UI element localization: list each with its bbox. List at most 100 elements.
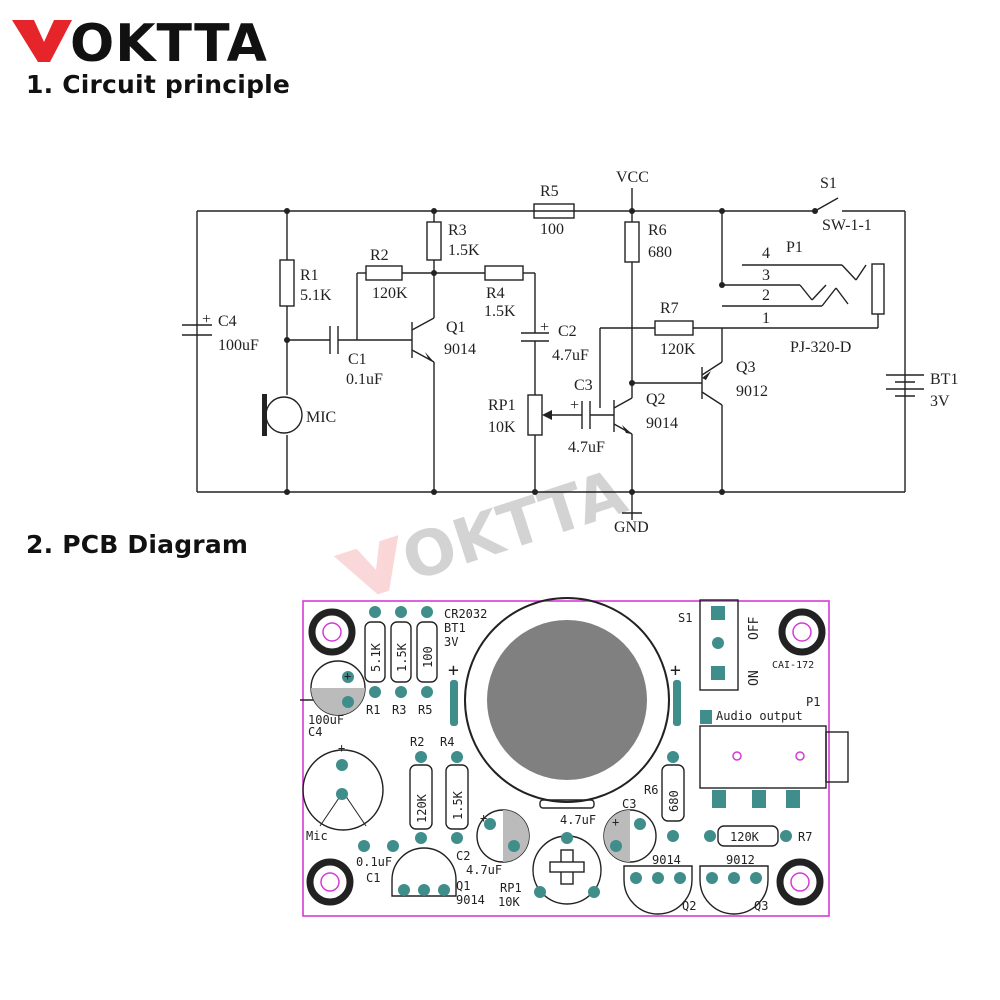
p1-pin1: 1 xyxy=(762,310,770,327)
q2-arrow xyxy=(622,425,632,434)
p1-val: PJ-320-D xyxy=(790,339,851,356)
pcb-rp1-ref: RP1 xyxy=(500,881,522,895)
r5-ref: R5 xyxy=(540,183,559,200)
pcb-s1-ref: S1 xyxy=(678,611,692,625)
q3-val: 9012 xyxy=(736,383,768,400)
mic-label: MIC xyxy=(306,409,336,426)
r6-val: 680 xyxy=(648,244,672,261)
c2-plus: + xyxy=(540,319,549,336)
pcb-bt1-line1: CR2032 xyxy=(444,607,487,621)
pcb-mic-plus: + xyxy=(338,741,345,755)
gnd-label: GND xyxy=(614,519,649,536)
battery-pad-left xyxy=(450,680,458,726)
rp1-knob xyxy=(549,849,585,885)
pcb-bt1-line3: 3V xyxy=(444,635,458,649)
vcc-label: VCC xyxy=(616,169,649,186)
pcb-diagram: 5.1K 1.5K 100 R1 R3 R5 CR2032 BT1 3V + +… xyxy=(300,597,849,917)
pcb-c3-plus: + xyxy=(612,815,619,829)
pcb-r4-ref: R4 xyxy=(440,735,454,749)
mic-plate xyxy=(262,394,267,436)
pcb-q1-val: 9014 xyxy=(456,893,485,907)
p1-pin3: 3 xyxy=(762,267,770,284)
pcb-c1-ref: C1 xyxy=(366,871,380,885)
r7-ref: R7 xyxy=(660,300,679,317)
r4-ref: R4 xyxy=(486,285,505,302)
pcb-c2-ref: C2 xyxy=(456,849,470,863)
r7-val: 120K xyxy=(660,341,696,358)
bt1-ref: BT1 xyxy=(930,371,958,388)
c3-val: 4.7uF xyxy=(568,439,605,456)
q2-ref: Q2 xyxy=(646,391,666,408)
c4-val: 100uF xyxy=(218,337,259,354)
pcb-p1-label: Audio output xyxy=(716,709,803,723)
r4-val: 1.5K xyxy=(484,303,516,320)
mounting-holes xyxy=(306,608,826,906)
pcb-p1-ref: P1 xyxy=(806,695,820,709)
r2-val: 120K xyxy=(372,285,408,302)
pcb-mic-label: Mic xyxy=(306,829,328,843)
c3-hatch xyxy=(604,810,630,862)
c3-ref: C3 xyxy=(574,377,593,394)
pcb-s1-on: ON xyxy=(747,670,762,686)
battery-cell xyxy=(487,620,647,780)
pcb-c4-plus: + xyxy=(344,669,351,683)
pcb-r7-ref: R7 xyxy=(798,830,812,844)
rp1-ref: RP1 xyxy=(488,397,516,414)
pcb-r6-val: 680 xyxy=(667,790,681,812)
c1-val: 0.1uF xyxy=(346,371,383,388)
pcb-c2-plus: + xyxy=(480,811,487,825)
c4-plus: + xyxy=(202,311,211,328)
jack-mark-left xyxy=(732,751,742,761)
q2-val: 9014 xyxy=(646,415,678,432)
pcb-plus-left: + xyxy=(448,660,459,681)
s1-ref: S1 xyxy=(820,175,837,192)
pcb-q3-val: 9012 xyxy=(726,853,755,867)
pcb-r4-val: 1.5K xyxy=(451,790,465,820)
pcb-r3-ref: R3 xyxy=(392,703,406,717)
r3-val: 1.5K xyxy=(448,242,480,259)
pcb-rp1-val: 10K xyxy=(498,895,520,909)
jack-mark-right xyxy=(795,751,805,761)
p1-ref: P1 xyxy=(786,239,803,256)
pcb-c4-ref: C4 xyxy=(308,725,322,739)
c2-val: 4.7uF xyxy=(552,347,589,364)
pcb-s1-off: OFF xyxy=(747,616,762,640)
logo-text: OKTTA xyxy=(70,14,268,66)
q1-arrow xyxy=(425,352,434,362)
circuit-schematic: VCC GND R1 5.1K R2 120K R3 1.5K R4 1.5K … xyxy=(182,169,958,536)
q3-ref: Q3 xyxy=(736,359,756,376)
voktta-logo: OKTTA xyxy=(12,14,268,66)
rp1-arrow xyxy=(542,410,552,420)
r6-ref: R6 xyxy=(648,222,667,239)
mic-lead-2 xyxy=(342,791,367,827)
pcb-pads xyxy=(336,606,800,898)
pcb-q1-ref: Q1 xyxy=(456,879,470,893)
rp1-val: 10K xyxy=(488,419,516,436)
pcb-r2-ref: R2 xyxy=(410,735,424,749)
pcb-q2-val: 9014 xyxy=(652,853,681,867)
r1-ref: R1 xyxy=(300,267,319,284)
battery-pad-right xyxy=(673,680,681,726)
p1-pin4: 4 xyxy=(762,245,770,262)
battery-holder-ring xyxy=(464,597,670,803)
pcb-bt1-line2: BT1 xyxy=(444,621,466,635)
c2-ref: C2 xyxy=(558,323,577,340)
pcb-c4-val: 100uF xyxy=(308,713,344,727)
c3-plus: + xyxy=(570,397,579,414)
junction-dots xyxy=(284,208,818,495)
q1-ref: Q1 xyxy=(446,319,466,336)
pcb-r6-ref: R6 xyxy=(644,783,658,797)
section-pcb-diagram: 2. PCB Diagram xyxy=(26,530,249,559)
pcb-r7-val: 120K xyxy=(730,830,760,844)
pcb-r2-val: 120K xyxy=(415,793,429,823)
pcb-r5-ref: R5 xyxy=(418,703,432,717)
pcb-r5-val: 100 xyxy=(421,646,435,668)
pcb-r3-val: 1.5K xyxy=(395,642,409,672)
pcb-plus-right: + xyxy=(670,660,681,681)
pcb-r1-val: 5.1K xyxy=(369,642,383,672)
pcb-q3-ref: Q3 xyxy=(754,899,768,913)
pcb-r1-ref: R1 xyxy=(366,703,380,717)
section-circuit-principle: 1. Circuit principle xyxy=(26,70,291,99)
s1-val: SW-1-1 xyxy=(822,217,872,234)
r3-ref: R3 xyxy=(448,222,467,239)
